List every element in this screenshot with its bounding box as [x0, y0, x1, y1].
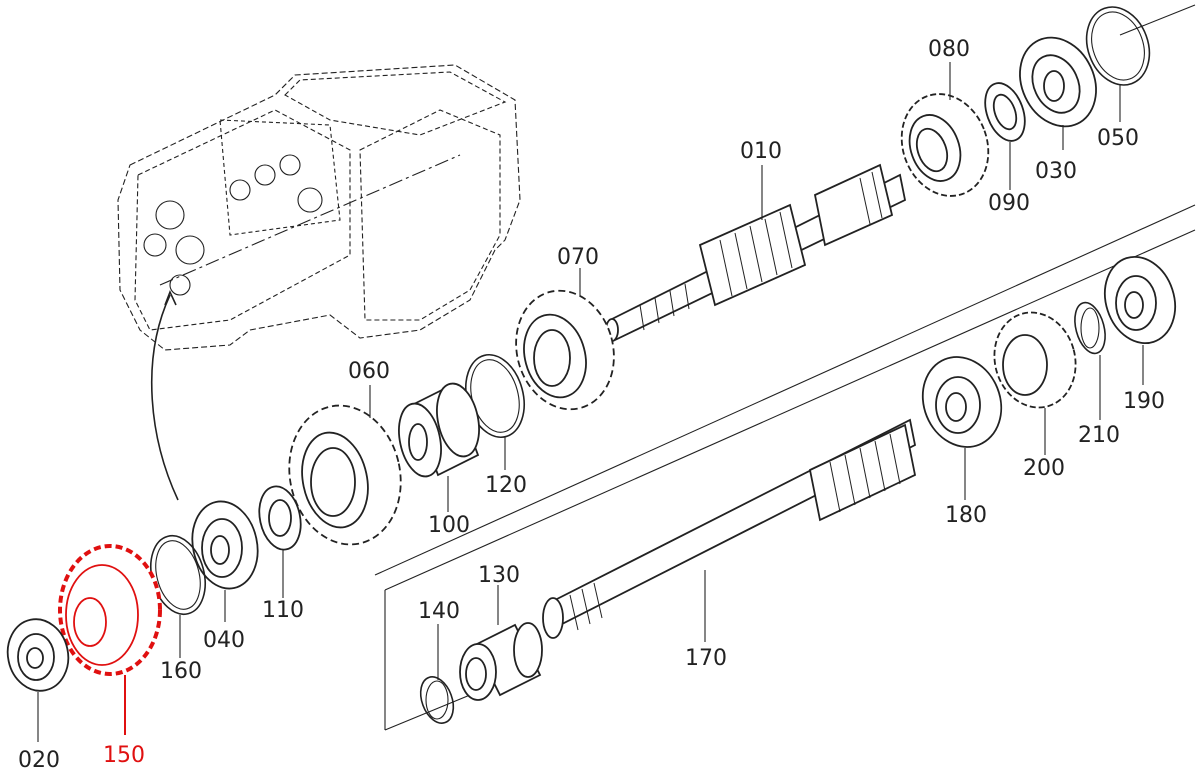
label-080: 080 — [928, 37, 970, 62]
label-020: 020 — [18, 748, 60, 773]
label-060: 060 — [348, 359, 390, 384]
label-160: 160 — [160, 659, 202, 684]
part-080-gear[interactable] — [888, 82, 1003, 208]
label-140: 140 — [418, 599, 460, 624]
part-100-needle-bearing[interactable] — [393, 380, 486, 481]
part-050-circlip[interactable] — [1076, 0, 1160, 94]
label-130: 130 — [478, 563, 520, 588]
label-100: 100 — [428, 513, 470, 538]
upper-assembly-frame — [374, 4, 1196, 576]
part-200-gear[interactable] — [984, 303, 1086, 416]
part-060-gear[interactable] — [277, 395, 414, 555]
label-030: 030 — [1035, 159, 1077, 184]
part-110-collar[interactable] — [254, 483, 306, 554]
label-120: 120 — [485, 473, 527, 498]
part-070-gear[interactable] — [503, 280, 627, 421]
part-180-bearing[interactable] — [910, 345, 1015, 459]
label-110: 110 — [262, 598, 304, 623]
part-090-collar[interactable] — [978, 78, 1032, 147]
part-140-circlip[interactable] — [415, 672, 460, 727]
label-200: 200 — [1023, 456, 1065, 481]
transmission-case — [117, 64, 521, 501]
part-190-bearing[interactable] — [1094, 248, 1186, 353]
part-020-bearing[interactable] — [1, 614, 75, 697]
label-090: 090 — [988, 191, 1030, 216]
label-170: 170 — [685, 646, 727, 671]
label-190: 190 — [1123, 389, 1165, 414]
label-180: 180 — [945, 503, 987, 528]
label-050: 050 — [1097, 126, 1139, 151]
part-labels: 010 020 030 040 050 060 070 080 090 100 … — [18, 37, 1165, 773]
part-010-shaft[interactable] — [605, 163, 907, 342]
label-040: 040 — [203, 628, 245, 653]
part-150-gear[interactable] — [58, 544, 162, 676]
part-170-shaft[interactable] — [542, 418, 917, 639]
leader-lines — [37, 62, 1144, 742]
label-070: 070 — [557, 245, 599, 270]
part-030-bearing[interactable] — [1006, 25, 1110, 139]
label-010: 010 — [740, 139, 782, 164]
part-040-bearing[interactable] — [185, 495, 266, 594]
label-210: 210 — [1078, 423, 1120, 448]
part-130-sleeve[interactable] — [459, 622, 543, 701]
lower-assembly-frame — [384, 229, 1196, 731]
part-210-collar[interactable] — [1070, 299, 1111, 356]
label-150: 150 — [103, 743, 145, 768]
